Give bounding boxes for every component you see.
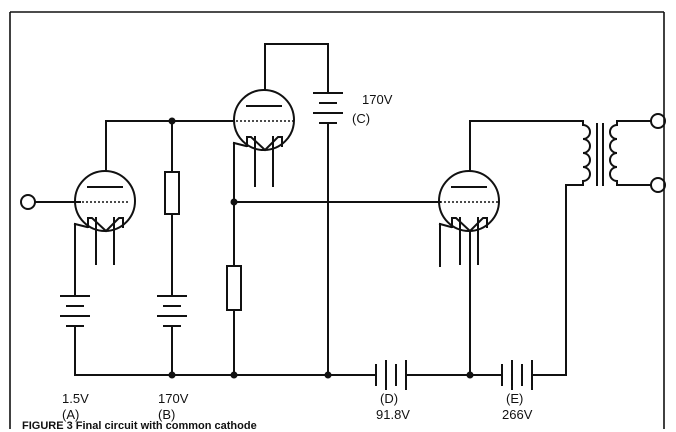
label-b-id: (B) [158, 407, 176, 422]
tube-middle-cathode [246, 136, 283, 152]
label-d-voltage: 91.8V [376, 407, 410, 422]
resistor-cathode [226, 265, 242, 376]
output-transformer [565, 120, 651, 376]
battery-e [469, 360, 567, 390]
output-terminal-top [650, 113, 666, 129]
tube-middle [232, 43, 296, 267]
transformer-secondary [609, 120, 618, 186]
label-a-id: (A) [62, 407, 80, 422]
battery-b [157, 295, 187, 376]
diagram-frame [9, 11, 665, 429]
label-d-id: (D) [380, 391, 399, 406]
label-e-id: (E) [506, 391, 524, 406]
tube-right [438, 120, 500, 376]
label-e-voltage: 266V [502, 407, 533, 422]
output-terminals[interactable] [650, 113, 666, 193]
battery-d [375, 360, 471, 390]
input-terminal[interactable] [20, 194, 81, 210]
label-c-id: (C) [352, 111, 371, 126]
battery-c [313, 92, 343, 376]
battery-a [60, 295, 90, 376]
label-c-voltage: 170V [362, 92, 393, 107]
tube-left-cathode [87, 217, 124, 233]
output-terminal-bottom [650, 177, 666, 193]
figure-caption: FIGURE 3 Final circuit with common catho… [22, 420, 257, 432]
transformer-primary [582, 120, 591, 186]
label-a-voltage: 1.5V [62, 391, 89, 406]
resistor-plate-load [164, 120, 180, 297]
label-b-voltage: 170V [158, 391, 189, 406]
tube-left [73, 120, 136, 296]
